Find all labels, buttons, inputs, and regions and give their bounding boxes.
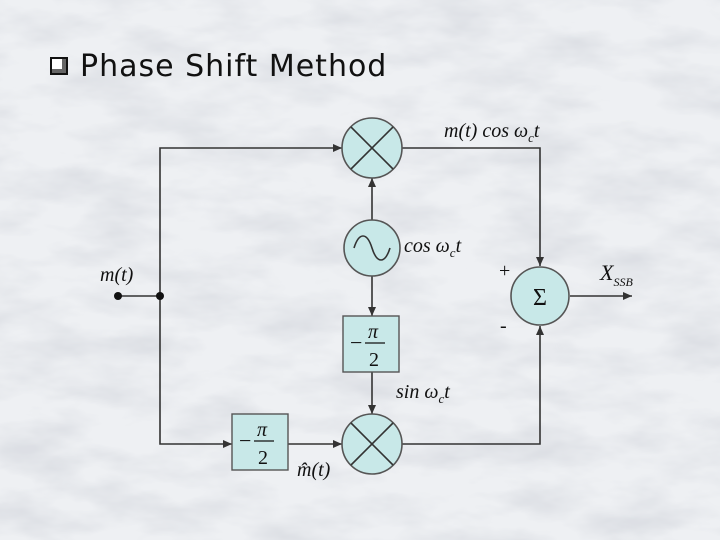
slide-title: Phase Shift Method xyxy=(50,46,387,86)
shift-numerator: π xyxy=(257,419,268,441)
shift-denominator: 2 xyxy=(369,349,379,371)
shift-sign: − xyxy=(350,330,362,355)
wires xyxy=(118,144,632,448)
wire-to-top-mixer xyxy=(159,144,342,296)
top-mixer xyxy=(341,117,403,179)
bottom-mixer xyxy=(341,413,403,475)
junction-dot xyxy=(156,292,164,300)
shift-sign: − xyxy=(239,428,251,453)
title-text: Phase Shift Method xyxy=(80,48,388,84)
wire-top-mixer-to-sum xyxy=(402,147,544,266)
oscillator xyxy=(343,219,401,277)
plus-sign: + xyxy=(499,260,510,282)
wire-bottom-mixer-to-sum xyxy=(402,326,544,445)
top-mixer-output-label: m(t) cos ωct xyxy=(444,120,540,145)
shift-denominator: 2 xyxy=(258,447,268,469)
input-label: m(t) xyxy=(100,264,134,286)
summer: Σ xyxy=(510,266,570,326)
sine-carrier-label: sin ωct xyxy=(396,381,450,406)
sigma-icon xyxy=(510,266,570,326)
output-label: XSSB xyxy=(599,260,633,289)
hilbert-label: m̂(t) xyxy=(297,459,331,481)
oscillator-label: cos ωct xyxy=(404,235,462,260)
shift-numerator: π xyxy=(368,321,379,343)
sum-symbol: Σ xyxy=(533,285,547,311)
phase-shift-block-middle: − π 2 xyxy=(342,315,400,373)
minus-sign: - xyxy=(500,315,507,337)
phase-shift-block-bottom: − π 2 xyxy=(231,413,289,471)
square-bullet-icon xyxy=(50,57,68,75)
wire-to-bottom-shift xyxy=(159,296,232,448)
input-terminal-dot xyxy=(114,292,122,300)
